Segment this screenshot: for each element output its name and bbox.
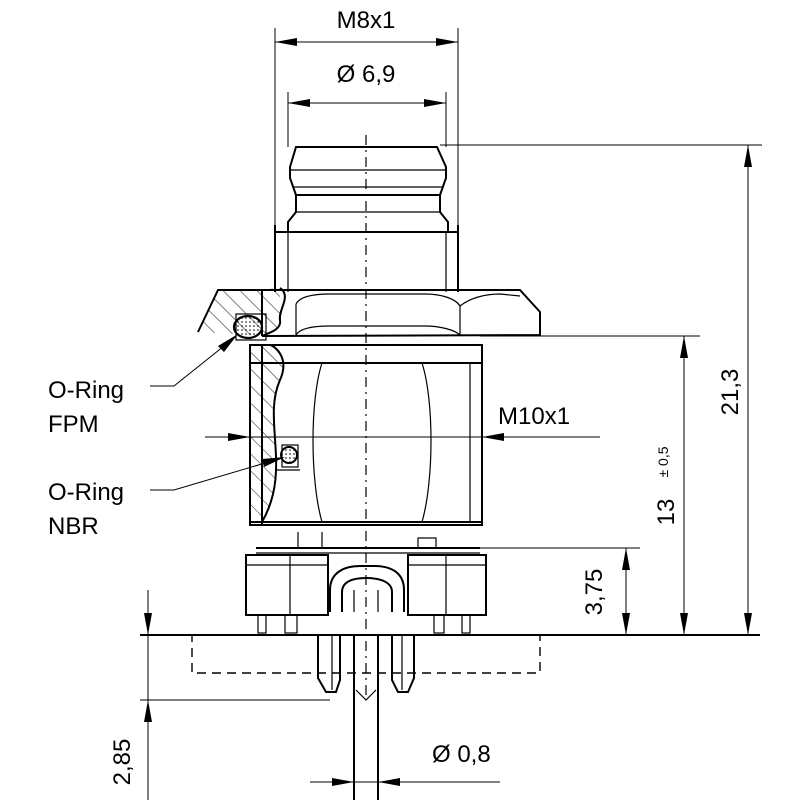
oring-fpm-icon [232, 314, 264, 340]
label-13-tolerance: ± 0,5 [655, 446, 671, 477]
oring-fpm [232, 313, 267, 341]
label-285: 2,85 [109, 739, 136, 786]
dim-dia08 [310, 778, 500, 786]
m8-thread-section [274, 146, 459, 292]
dim-213 [440, 144, 762, 635]
snap-legs [317, 635, 415, 800]
label-m10x1: M10x1 [498, 403, 570, 430]
oring-nbr-icon [280, 446, 298, 464]
label-dia69: Ø 6,9 [337, 61, 396, 88]
dim-m10x1 [205, 433, 600, 441]
label-oring-fpm-name: O-Ring [48, 377, 124, 404]
leader-oring-fpm [150, 334, 238, 387]
pcb-cutout [191, 634, 541, 674]
label-oring-nbr-material: NBR [48, 513, 99, 540]
label-375: 3,75 [581, 569, 608, 616]
base-section [245, 532, 487, 634]
dim-285 [140, 590, 330, 800]
main-body [249, 344, 483, 526]
dim-m8x1 [274, 28, 459, 225]
label-13: 13 [653, 499, 680, 526]
label-m8x1: M8x1 [337, 7, 396, 34]
dim-dia69 [287, 92, 447, 147]
label-oring-nbr-name: O-Ring [48, 479, 124, 506]
label-oring-fpm-material: FPM [48, 411, 99, 438]
label-dia08: Ø 0,8 [432, 741, 491, 768]
leader-oring-nbr [150, 457, 285, 491]
label-213: 21,3 [717, 369, 744, 416]
dim-13 [480, 335, 700, 635]
dim-375 [480, 547, 640, 635]
